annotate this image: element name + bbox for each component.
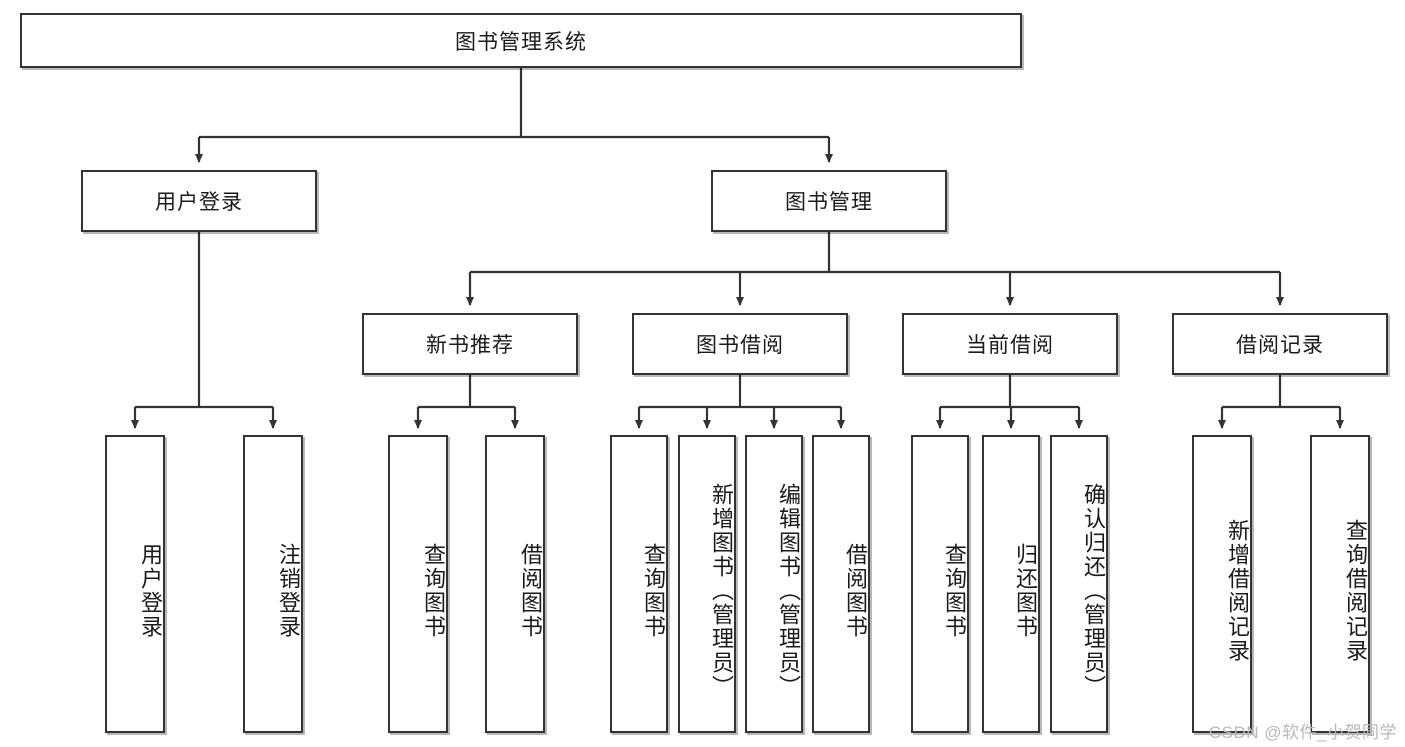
leaf-query-book-borrow-label: 查询图书: [641, 543, 666, 639]
leaf-add-book-admin-label: 新增图书（管理员）: [709, 483, 734, 699]
node-root-label: 图书管理系统: [455, 30, 587, 54]
leaf-user-login-label: 用户登录: [138, 543, 163, 639]
leaf-return-book-label: 归还图书: [1013, 543, 1038, 639]
edge-group-user-login: [131, 232, 277, 429]
node-borrow-records[interactable]: 借阅记录: [1172, 313, 1388, 375]
node-new-book-recommend[interactable]: 新书推荐: [362, 313, 578, 375]
leaf-query-book-current-label: 查询图书: [942, 543, 967, 639]
leaf-borrow-book-new-label: 借阅图书: [518, 543, 543, 639]
node-new-book-recommend-label: 新书推荐: [426, 334, 514, 357]
leaf-borrow-book-new[interactable]: 借阅图书: [485, 435, 545, 733]
edge-group-root: [195, 68, 833, 163]
leaf-query-book-current[interactable]: 查询图书: [911, 435, 969, 733]
leaf-query-book-new-label: 查询图书: [421, 543, 446, 639]
node-book-borrow[interactable]: 图书借阅: [632, 313, 848, 375]
leaf-query-book-borrow[interactable]: 查询图书: [610, 435, 668, 733]
leaf-add-borrow-record[interactable]: 新增借阅记录: [1192, 435, 1252, 733]
node-book-borrow-label: 图书借阅: [696, 334, 784, 357]
leaf-borrow-book-label: 借阅图书: [843, 543, 868, 639]
leaf-query-borrow-record[interactable]: 查询借阅记录: [1310, 435, 1370, 733]
leaf-borrow-book[interactable]: 借阅图书: [812, 435, 870, 733]
node-book-management[interactable]: 图书管理: [711, 170, 947, 232]
leaf-user-login[interactable]: 用户登录: [105, 435, 165, 733]
leaf-logout-label: 注销登录: [276, 543, 301, 639]
leaf-confirm-return-admin-label: 确认归还（管理员）: [1081, 483, 1106, 699]
node-current-borrow-label: 当前借阅: [966, 334, 1054, 357]
node-book-management-label: 图书管理: [785, 191, 873, 214]
node-current-borrow[interactable]: 当前借阅: [902, 313, 1118, 375]
leaf-logout[interactable]: 注销登录: [243, 435, 303, 733]
edge-group-book-mgmt: [466, 232, 1284, 306]
csdn-watermark: CSDN @软件_小贺同学: [1208, 723, 1397, 742]
leaf-return-book[interactable]: 归还图书: [982, 435, 1040, 733]
node-user-login-label: 用户登录: [155, 191, 243, 214]
edge-group-borrow: [635, 375, 845, 429]
leaf-query-borrow-record-label: 查询借阅记录: [1343, 519, 1368, 663]
edge-group-new-books: [414, 375, 519, 429]
leaf-add-borrow-record-label: 新增借阅记录: [1225, 519, 1250, 663]
node-borrow-records-label: 借阅记录: [1236, 334, 1324, 357]
leaf-confirm-return-admin[interactable]: 确认归还（管理员）: [1050, 435, 1108, 733]
leaf-edit-book-admin[interactable]: 编辑图书（管理员）: [745, 435, 803, 733]
leaf-add-book-admin[interactable]: 新增图书（管理员）: [678, 435, 736, 733]
node-root[interactable]: 图书管理系统: [20, 13, 1022, 68]
leaf-edit-book-admin-label: 编辑图书（管理员）: [776, 483, 801, 699]
leaf-query-book-new[interactable]: 查询图书: [388, 435, 448, 733]
node-user-login[interactable]: 用户登录: [81, 170, 317, 232]
edge-group-current-borrow: [936, 375, 1083, 429]
edge-group-records: [1218, 375, 1344, 429]
